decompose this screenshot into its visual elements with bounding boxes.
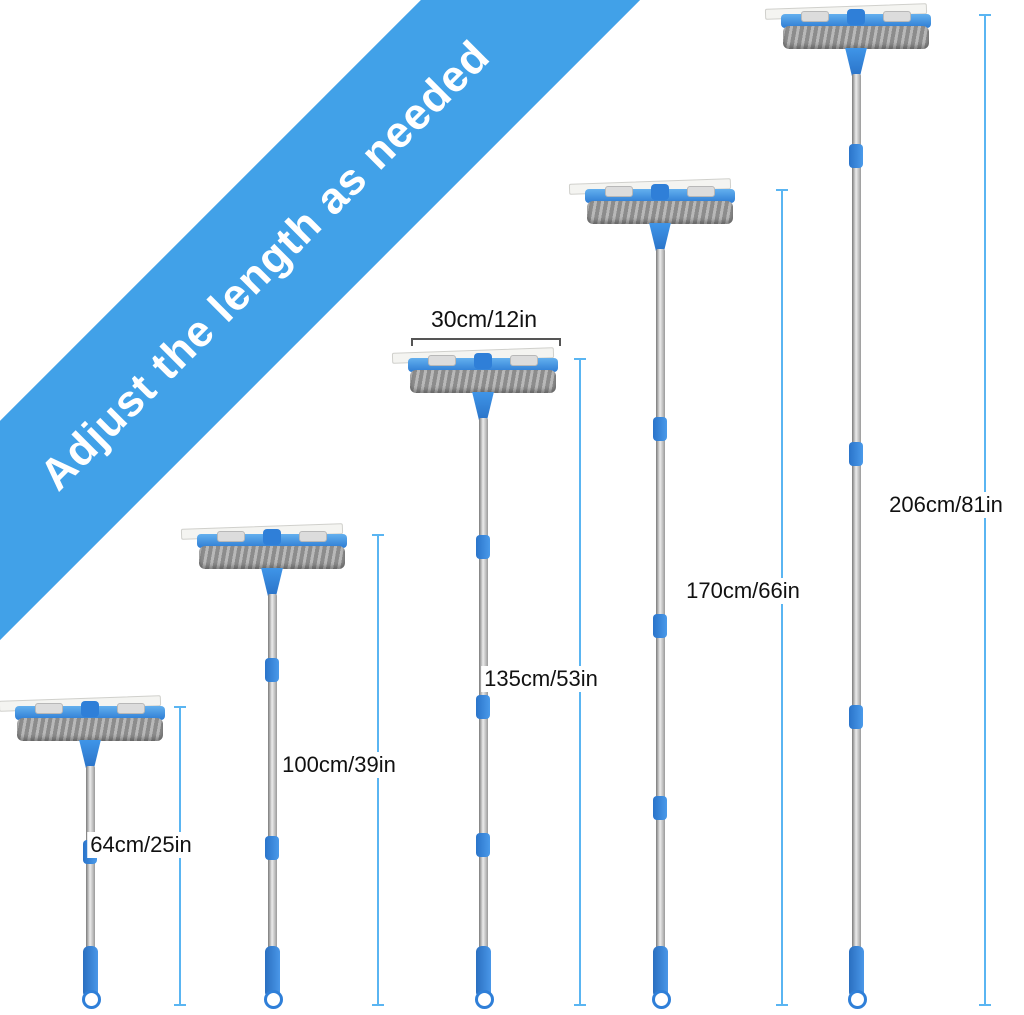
measure-tick-top [174, 706, 186, 708]
pole-collar [849, 144, 863, 169]
head-clip-right [117, 703, 145, 714]
handle-grip [848, 946, 864, 998]
pole-collar [849, 441, 863, 466]
head-width-bracket-line [413, 338, 559, 340]
microfiber-pad [199, 546, 345, 569]
length-label-206cm: 206cm/81in [886, 492, 1006, 518]
handle-grip [652, 946, 668, 998]
pole-collar [653, 613, 667, 638]
hang-ring [264, 990, 283, 1009]
squeegee-mop-100cm [180, 523, 347, 1009]
head-yoke [845, 48, 867, 76]
pole-collar [476, 535, 490, 560]
measure-tick-top [979, 14, 991, 16]
microfiber-pad [410, 370, 556, 393]
mop-head [0, 695, 165, 742]
head-yoke [261, 568, 283, 596]
head-clip-left [217, 531, 245, 542]
head-clip-left [605, 186, 633, 197]
hang-ring [652, 990, 671, 1009]
handle-grip [82, 946, 98, 998]
measure-tick-bottom [574, 1004, 586, 1006]
head-yoke [472, 392, 494, 420]
head-hinge [847, 9, 865, 25]
handle-grip [475, 946, 491, 998]
pole-collar [476, 694, 490, 719]
pole-collar [476, 832, 490, 857]
head-hinge [651, 184, 669, 200]
mop-head [391, 347, 558, 394]
head-clip-right [687, 186, 715, 197]
pole-collar [653, 417, 667, 442]
length-label-64cm: 64cm/25in [87, 832, 195, 858]
measure-tick-bottom [776, 1004, 788, 1006]
mop-head [180, 523, 347, 570]
squeegee-mop-206cm [764, 3, 931, 1009]
telescopic-pole [849, 74, 863, 950]
microfiber-pad [587, 201, 733, 224]
head-width-bracket [411, 338, 561, 346]
measure-tick-top [372, 534, 384, 536]
head-yoke [79, 740, 101, 768]
measure-tick-top [776, 189, 788, 191]
squeegee-mop-170cm [568, 178, 735, 1009]
handle-grip [264, 946, 280, 998]
pole-collar [653, 795, 667, 820]
measure-tick-bottom [979, 1004, 991, 1006]
measure-tick-top [574, 358, 586, 360]
head-clip-left [428, 355, 456, 366]
telescopic-pole [83, 766, 97, 950]
head-clip-left [35, 703, 63, 714]
length-label-135cm: 135cm/53in [481, 666, 601, 692]
length-label-100cm: 100cm/39in [279, 752, 399, 778]
head-clip-right [510, 355, 538, 366]
head-yoke [649, 223, 671, 251]
head-hinge [474, 353, 492, 369]
head-clip-right [299, 531, 327, 542]
measure-tick-bottom [174, 1004, 186, 1006]
pole-collar [265, 658, 279, 683]
measure-tick-bottom [372, 1004, 384, 1006]
head-hinge [81, 701, 99, 717]
head-width-label: 30cm/12in [430, 306, 538, 332]
microfiber-pad [783, 26, 929, 49]
head-clip-right [883, 11, 911, 22]
length-label-170cm: 170cm/66in [683, 578, 803, 604]
head-hinge [263, 529, 281, 545]
pole-collar [265, 836, 279, 861]
hang-ring [82, 990, 101, 1009]
pole-collar [849, 704, 863, 729]
hang-ring [848, 990, 867, 1009]
mop-head [568, 178, 735, 225]
head-clip-left [801, 11, 829, 22]
telescopic-pole [653, 249, 667, 950]
mop-head [764, 3, 931, 50]
hang-ring [475, 990, 494, 1009]
microfiber-pad [17, 718, 163, 741]
telescopic-pole [265, 594, 279, 950]
